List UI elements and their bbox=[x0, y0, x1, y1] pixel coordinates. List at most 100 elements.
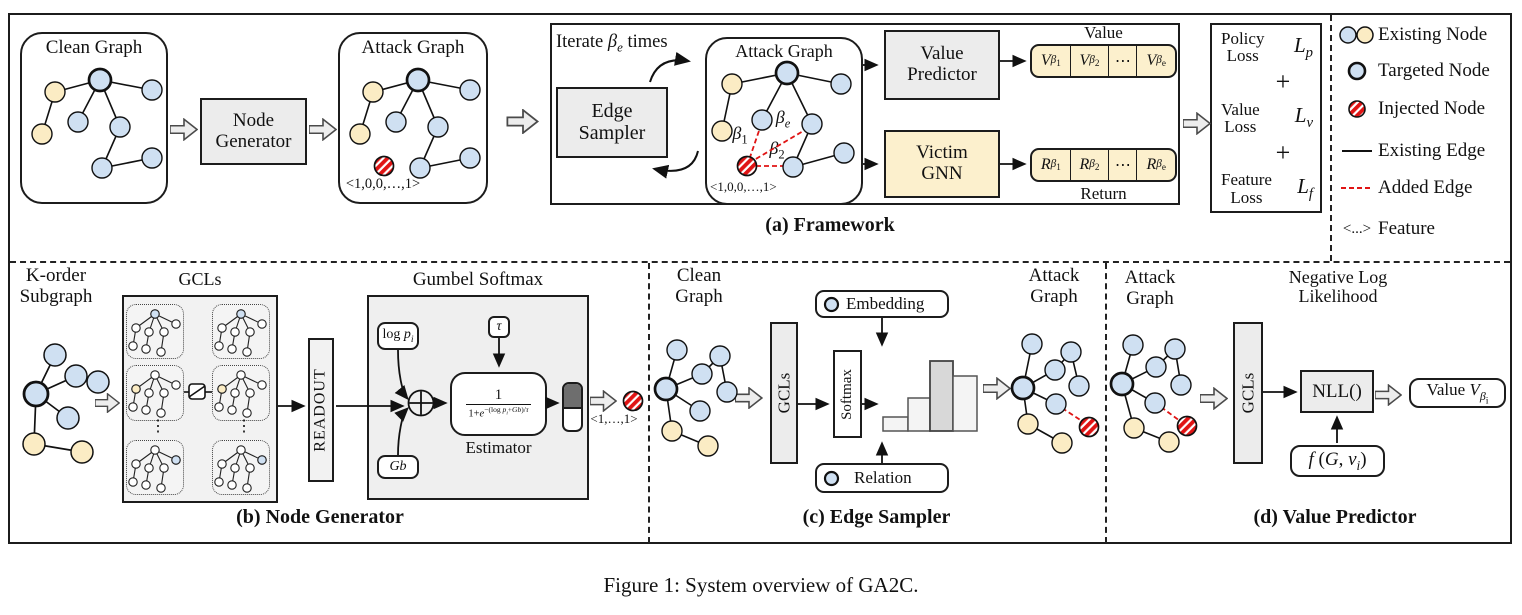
divider-c-d bbox=[1105, 263, 1107, 543]
f-gv-label: f (G, vi) bbox=[1308, 448, 1367, 473]
embedding-box: Embedding bbox=[815, 290, 949, 318]
attack-graph-title-a1: Attack Graph bbox=[361, 37, 465, 58]
output-vector bbox=[562, 382, 583, 432]
legend-label: Existing Edge bbox=[1378, 140, 1486, 161]
figure-caption: Figure 1: System overview of GA2C. bbox=[603, 573, 919, 597]
output-vector-selected-cell bbox=[564, 384, 581, 409]
existing-edge-icon bbox=[1336, 140, 1378, 162]
gcls-label-d: GCLs bbox=[1238, 372, 1257, 414]
value-cell-ellipsis: ⋯ bbox=[1108, 46, 1136, 76]
divider-legend bbox=[1330, 15, 1332, 261]
f-gv-box: f (G, vi) bbox=[1290, 445, 1385, 477]
gcls-label-c: GCLs bbox=[774, 372, 793, 414]
injected-node-icon bbox=[1336, 98, 1378, 120]
subgraph-cell bbox=[212, 304, 270, 359]
legend-label: Existing Node bbox=[1378, 24, 1488, 45]
legend-label: Targeted Node bbox=[1378, 60, 1490, 81]
subgraph-cell bbox=[126, 365, 184, 421]
caption-b: (b) Node Generator bbox=[236, 506, 404, 528]
log-p-label: log pi bbox=[382, 327, 414, 345]
subgraph-cell bbox=[212, 440, 270, 495]
softmax-label: Softmax bbox=[839, 368, 855, 420]
estimator-label: Estimator bbox=[465, 438, 532, 457]
fraction-denominator: 1+e−(log pi+Gb)/τ bbox=[466, 404, 531, 420]
plus-sign: + bbox=[1275, 67, 1291, 97]
ellipsis-vertical: ⋮ bbox=[236, 418, 252, 435]
targeted-node-icon bbox=[823, 470, 840, 486]
iterate-label: Iterate βe times bbox=[556, 32, 668, 55]
nll-box: NLL() bbox=[1300, 370, 1374, 413]
tau-box: τ bbox=[488, 316, 510, 338]
subgraph-cell bbox=[126, 440, 184, 495]
estimator-formula: 1 1+e−(log pi+Gb)/τ bbox=[466, 387, 531, 421]
attack-graph-box-a1 bbox=[338, 32, 488, 204]
legend-item-existing-edge: Existing Edge bbox=[1336, 136, 1485, 166]
gcls-title-b: GCLs bbox=[178, 269, 222, 289]
legend-item-existing-node: Existing Node bbox=[1336, 20, 1487, 50]
framework-box bbox=[550, 23, 1180, 205]
readout-label: READOUT bbox=[312, 368, 329, 452]
beta-e-label: βe bbox=[775, 107, 791, 131]
readout-box: READOUT bbox=[308, 338, 334, 482]
relation-label: Relation bbox=[854, 468, 912, 487]
estimator-box: 1 1+e−(log pi+Gb)/τ bbox=[450, 372, 547, 436]
plus-sign: + bbox=[1275, 137, 1291, 167]
existing-node-icon bbox=[1336, 24, 1378, 46]
divider-top-bottom bbox=[10, 261, 1510, 263]
divider-b-c bbox=[648, 263, 650, 543]
tau-label: τ bbox=[496, 319, 502, 334]
beta2-label: β2 bbox=[769, 138, 785, 162]
caption-a: (a) Framework bbox=[765, 214, 895, 236]
value-title: Value bbox=[1084, 23, 1123, 42]
legend-item-targeted-node: Targeted Node bbox=[1336, 56, 1490, 86]
gcls-box-c: GCLs bbox=[770, 322, 798, 464]
caption-c: (c) Edge Sampler bbox=[802, 506, 951, 528]
value-output-box: Value Vβi bbox=[1409, 378, 1506, 408]
attack-graph-box-a2 bbox=[705, 37, 863, 205]
embedding-label: Embedding bbox=[846, 294, 925, 313]
legend-item-injected-node: Injected Node bbox=[1336, 94, 1485, 124]
subgraph-cell bbox=[212, 365, 270, 421]
return-title: Return bbox=[1080, 184, 1127, 203]
clean-graph-box-a bbox=[20, 32, 168, 204]
feature-vector-a2: <1,0,0,…,1> bbox=[710, 179, 777, 194]
legend-label: Feature bbox=[1378, 218, 1435, 239]
legend-label: Added Edge bbox=[1378, 177, 1473, 198]
output-feature-vector: <1,…,1> bbox=[590, 411, 638, 426]
targeted-node-icon bbox=[1336, 60, 1378, 82]
fraction-numerator: 1 bbox=[494, 387, 503, 404]
softmax-box: Softmax bbox=[833, 350, 862, 438]
policy-loss-symbol: Lp bbox=[1293, 32, 1313, 61]
legend-label: Injected Node bbox=[1378, 98, 1486, 119]
attack-graph-title-a2: Attack Graph bbox=[735, 41, 833, 61]
value-output-label: Value Vβi bbox=[1426, 380, 1489, 406]
beta1-label: β1 bbox=[732, 123, 748, 147]
feature-icon: <...> bbox=[1342, 220, 1372, 237]
feature-loss-symbol: Lf bbox=[1297, 174, 1313, 203]
